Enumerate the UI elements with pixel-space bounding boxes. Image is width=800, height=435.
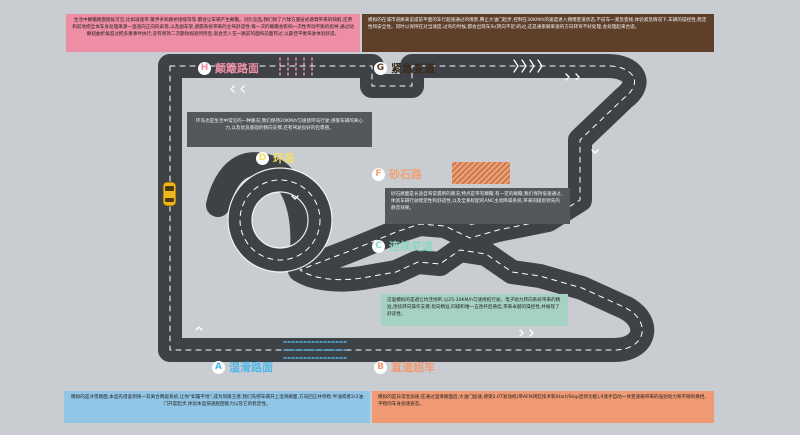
box-continuous-lane-change-text: 这里模拟的是避让坑洼地带,以25-30KM/h匀速绕桩行驶。电子助力转向系统带来… bbox=[387, 298, 561, 318]
station-b-label: 直道超车 bbox=[391, 361, 435, 374]
bumpy-patch bbox=[279, 57, 313, 79]
box-continuous-lane-change: 这里模拟的是避让坑洼地带,以25-30KM/h匀速绕桩行驶。电子助力转向系统带来… bbox=[381, 294, 568, 326]
station-g: G 紧急变道 bbox=[374, 60, 435, 76]
station-c: C 连续变道 bbox=[372, 238, 433, 254]
track-centerlines bbox=[169, 65, 643, 351]
station-d-label: 环岛 bbox=[273, 152, 295, 165]
track-edges bbox=[227, 167, 333, 273]
box-emergency-lane-change-text: 模拟的在城市道路来说提前平面的车行超速通过的情景,腾止大油门起步,控制在30KM… bbox=[368, 18, 707, 31]
station-b: B 直道超车 bbox=[374, 359, 435, 375]
box-straight-overtake-text: 模拟的是日常急加速,在通过湿滑路面后,大油门加速,感受2.0T发动机(带AFM闭… bbox=[378, 395, 706, 408]
station-c-label: 连续变道 bbox=[389, 240, 433, 253]
box-roundabout: 环岛也是生活中常见的一种路况,我们保持20KM/h匀速绕环岛行驶,感受车辆的离心… bbox=[187, 112, 372, 147]
station-b-marker: B bbox=[374, 360, 387, 374]
station-a: A 湿滑路面 bbox=[212, 359, 273, 375]
station-h-label: 颠簸路面 bbox=[215, 62, 259, 75]
gravel-patch bbox=[452, 162, 510, 184]
station-g-marker: G bbox=[374, 61, 387, 75]
box-slippery-road: 模拟的是冰雪路面,本品先借鉴到将一双离合两驱系统,让你“如履平地”,成为同级王者… bbox=[64, 391, 370, 423]
box-gravel-road: 砂石路面是长途自驾常遇到的路况,特点是带有颠簸,有一定的颠簸,我们保持低速通过,… bbox=[385, 188, 570, 224]
station-g-label: 紧急变道 bbox=[391, 62, 435, 75]
chevron-patch bbox=[513, 59, 543, 73]
station-f: F 砂石路 bbox=[372, 166, 422, 182]
box-emergency-lane-change: 模拟的在城市道路来说提前平面的车行超速通过的情景,腾止大油门起步,控制在30KM… bbox=[362, 14, 714, 52]
station-h-marker: H bbox=[198, 61, 211, 75]
box-bumpy-road: 生活中颠簸路面随处可见,比如减速带,警界条和路桥接缝等等,都会让车辆产生颠簸。对… bbox=[66, 14, 360, 52]
station-f-marker: F bbox=[372, 167, 385, 181]
car-icon bbox=[162, 181, 177, 207]
station-a-marker: A bbox=[212, 360, 225, 374]
station-a-label: 湿滑路面 bbox=[229, 361, 273, 374]
station-h: H 颠簸路面 bbox=[198, 60, 259, 76]
station-f-label: 砂石路 bbox=[389, 168, 422, 181]
station-c-marker: C bbox=[372, 239, 385, 253]
box-straight-overtake: 模拟的是日常急加速,在通过湿滑路面后,大油门加速,感受2.0T发动机(带AFM闭… bbox=[372, 391, 714, 423]
box-gravel-road-text: 砂石路面是长途自驾常遇到的路况,特点是带有颠簸,有一定的颠簸,我们保持低速通过,… bbox=[391, 192, 563, 212]
box-roundabout-text: 环岛也是生活中常见的一种路况,我们保持20KM/h匀速绕环岛行驶,感受车辆的离心… bbox=[195, 119, 364, 132]
box-slippery-road-text: 模拟的是冰雪路面,本品先借鉴到将一双离合两驱系统,让你“如履平地”,成为同级王者… bbox=[71, 395, 363, 408]
station-d-marker: D bbox=[256, 151, 269, 165]
box-bumpy-road-text: 生活中颠簸路面随处可见,比如减速带,警界条和路桥接缝等等,都会让车辆产生颠簸。对… bbox=[72, 18, 354, 38]
station-d: D 环岛 bbox=[256, 150, 295, 166]
wet-patch bbox=[283, 341, 347, 359]
direction-arrows bbox=[195, 73, 599, 337]
